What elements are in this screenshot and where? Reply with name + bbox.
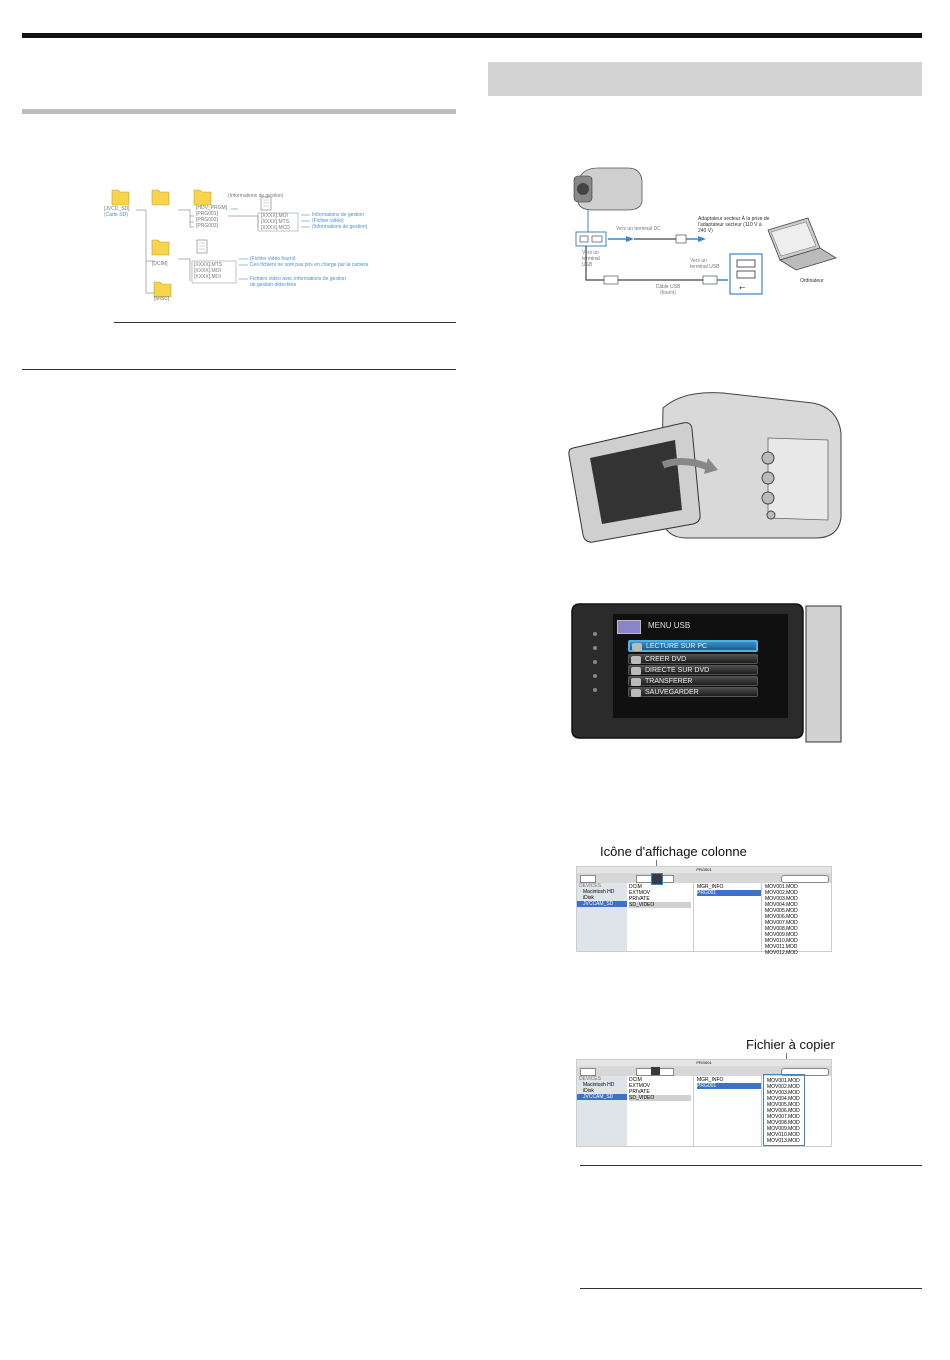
finder-column-2: MGR_INFO PRG001 [697, 1077, 761, 1089]
usb-menu-item-transferer[interactable]: TRANSFERER [628, 676, 758, 686]
column-view-button[interactable] [651, 873, 663, 885]
blue-notes-bottom: (Fichier vidéo fourni) Ces fichiers ne s… [250, 256, 369, 288]
root-folder-label: [JVCD_SD] [104, 206, 130, 212]
transfer-icon [631, 678, 641, 686]
search-input[interactable] [781, 1068, 829, 1076]
pc-playback-icon [632, 643, 642, 651]
usb-camera-label: Vers un terminal USB [582, 250, 600, 268]
finder-column-1: DCIM EXTMOV PRIVATE SD_VIDEO [629, 884, 691, 908]
files-top-list: [HDV_PRGM] [PRG001] [PRG002] [PRG003] [196, 205, 228, 229]
dcim-folder-label: [DCIM] [152, 261, 168, 267]
top-rule [22, 33, 922, 38]
finder-toolbar [577, 1066, 831, 1076]
usb-menu-title-icon [617, 620, 641, 634]
finder-column-2: MGR_INFO PRG001 [697, 884, 761, 896]
usb-menu-item-creer-dvd[interactable]: CREER DVD [628, 654, 758, 664]
folder-structure-diagram: [JVCD_SD] (Carte SD) [DCIM] [MISC] (Info… [98, 183, 388, 308]
left-note-rule [114, 322, 456, 323]
ac-adapter-label: Adaptateur secteur À la prise de l'adapt… [698, 216, 770, 234]
misc-folder-label: [MISC] [154, 296, 170, 302]
files-mid-list: [XXXX].MOI [XXXX].MTS [XXXX].MCD [261, 213, 290, 231]
usb-cable-label: Câble USB (fourni) [655, 284, 681, 296]
usb-menu-title: MENU USB [648, 621, 691, 630]
files-bottom-list: [XXXX].MTS [XXXX].MOI [XXXX].MOI [194, 262, 223, 280]
search-input[interactable] [781, 875, 829, 883]
computer-label: Ordinateur [800, 278, 824, 284]
column-view-icon-callout: Icône d'affichage colonne [600, 844, 747, 859]
back-forward-buttons[interactable] [580, 1068, 596, 1076]
finder-column-1: DCIM EXTMOV PRIVATE SD_VIDEO [629, 1077, 691, 1101]
finder-window-1: PRG001 DEVICES Macintosh HD iDisk JVCCAM… [576, 866, 832, 956]
right-section-header-bar [488, 62, 922, 96]
connection-diagram: ⭠ Vers un terminal DC Vers un terminal U… [568, 160, 848, 305]
root-caption: (Carte SD) [104, 212, 128, 218]
usb-menu-item-lecture-sur-pc[interactable]: LECTURE SUR PC [628, 640, 758, 652]
right-note-rule-bottom [580, 1288, 922, 1289]
disc-icon [631, 656, 641, 664]
column-view-button[interactable] [651, 1067, 660, 1075]
finder-window-2: PRG001 DEVICES Macintosh HD iDisk JVCCAM… [576, 1059, 832, 1147]
camcorder-lcd-open-illustration [568, 388, 843, 543]
finder-sidebar: DEVICES Macintosh HD iDisk JVCCAM_SD [577, 1076, 627, 1146]
finder-sidebar: DEVICES Macintosh HD iDisk JVCCAM_SD [577, 883, 627, 951]
left-section-header-bar [22, 109, 456, 114]
disc-icon [631, 667, 641, 675]
finder-column-3: MOV001.MOD MOV002.MOD MOV003.MOD MOV004.… [767, 1078, 800, 1144]
backup-icon [631, 689, 641, 697]
usb-menu-item-directe-sur-dvd[interactable]: DIRECTE SUR DVD [628, 665, 758, 675]
left-section-end-rule [22, 369, 456, 370]
finder-titlebar: PRG001 [577, 867, 831, 873]
file-to-copy-callout: Fichier à copier [746, 1037, 835, 1052]
management-info-note: (Informations de gestion) [228, 193, 284, 199]
right-note-rule-top [580, 1165, 922, 1166]
blue-notes-top: Informations de gestion (Fichier vidéo) … [312, 212, 368, 230]
svg-text:⭠: ⭠ [739, 283, 746, 292]
finder-titlebar: PRG001 [577, 1060, 831, 1066]
usb-pc-label: Vers un terminal USB [690, 258, 720, 270]
finder-column-3: MOV001.MOD MOV002.MOD MOV003.MOD MOV004.… [765, 884, 798, 956]
back-forward-buttons[interactable] [580, 875, 596, 883]
usb-menu-item-sauvegarder[interactable]: SAUVEGARDER [628, 687, 758, 697]
finder-toolbar [577, 873, 831, 883]
files-to-copy-highlight[interactable] [763, 1074, 805, 1146]
dc-terminal-label: Vers un terminal DC [616, 226, 661, 232]
